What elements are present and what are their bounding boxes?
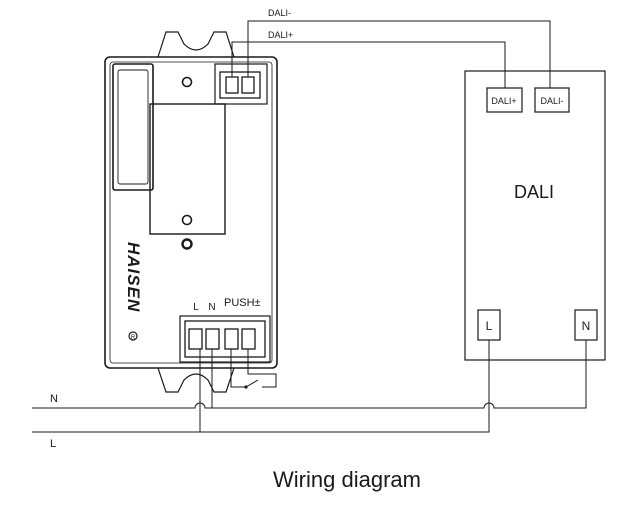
sensor-top-terminal-recess <box>214 63 268 105</box>
screw-hole-icon <box>181 214 193 226</box>
wire-dali-minus <box>247 20 551 88</box>
sensor-bottom-ear <box>157 367 235 393</box>
terminal-dali-minus <box>241 76 255 94</box>
dali-wires <box>231 20 551 88</box>
terminal-push-1 <box>224 328 239 350</box>
wire-push-1 <box>230 349 246 388</box>
wire-label-dali-plus: DALI+ <box>268 30 293 40</box>
sensor-top-ear <box>157 31 235 58</box>
terminal-push-2 <box>241 328 256 350</box>
wire-label-n: N <box>50 393 58 405</box>
terminal-n <box>205 328 220 350</box>
dali-driver-terminal-plus <box>486 87 523 113</box>
wire-label-l: L <box>50 438 56 450</box>
screw-hole-icon <box>181 76 193 88</box>
mains-wires <box>32 340 587 433</box>
diagram-caption: Wiring diagram <box>273 467 421 492</box>
dali-driver-title: DALI <box>514 182 554 202</box>
registered-mark-icon <box>128 331 138 341</box>
dali-driver-terminal-plus-label: DALI+ <box>491 96 516 106</box>
sensor-terminal-label-push: PUSH± <box>224 297 261 309</box>
dali-driver <box>464 70 606 361</box>
dali-driver-terminal-minus-label: DALI- <box>540 96 563 106</box>
dali-driver-body <box>464 70 606 361</box>
svg-text:R: R <box>131 335 136 341</box>
terminal-dali-plus <box>225 76 239 94</box>
sensor-cover-panel <box>149 103 226 235</box>
push-switch-contact <box>244 385 248 389</box>
sensor-module: R <box>104 31 278 393</box>
wire-push-2 <box>247 349 277 388</box>
dali-driver-terminal-l-label: L <box>486 319 493 333</box>
dali-driver-terminal-n-label: N <box>582 319 591 333</box>
sensor-power-terminal-block <box>184 320 266 358</box>
sensor-brand-logo: HAISEN <box>124 242 143 312</box>
sensor-body-inner <box>109 61 273 364</box>
wire-dali-plus <box>231 41 506 88</box>
wire-neutral <box>32 340 587 409</box>
sensor-bottom-terminal-recess <box>179 315 271 363</box>
terminal-l <box>188 328 203 350</box>
sensor-dali-terminal-block <box>219 71 261 99</box>
push-switch-icon <box>245 379 259 388</box>
wire-live <box>32 340 490 433</box>
dali-driver-terminal-minus <box>534 87 570 113</box>
sensor-terminal-label-n: N <box>208 302 215 313</box>
wire-label-dali-minus: DALI- <box>268 8 291 18</box>
sensor-body <box>104 56 278 369</box>
sensor-lens-window <box>112 63 154 191</box>
sensor-terminal-label-l: L <box>193 302 199 313</box>
screw-hole-icon <box>181 238 193 250</box>
